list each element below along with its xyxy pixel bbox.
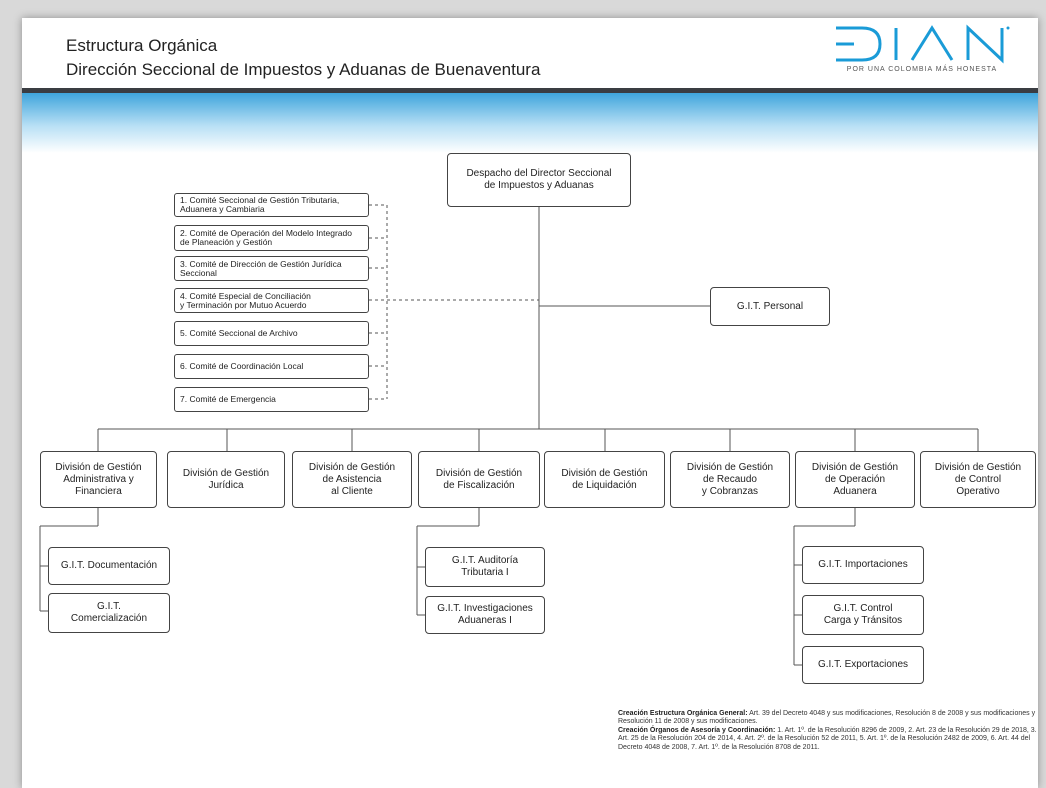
connector-lines [39, 204, 979, 666]
committee-box: 1. Comité Seccional de Gestión Tributari… [174, 193, 369, 217]
division-box: División de Gestión Administrativa y Fin… [40, 451, 157, 508]
page-subtitle: Dirección Seccional de Impuestos y Aduan… [66, 60, 541, 79]
header-gradient-band [22, 93, 1038, 153]
footnote-text-committees: 1. Art. 1º. de la Resolución 8296 de 200… [618, 726, 1037, 751]
division-box: División de Gestión de Recaudo y Cobranz… [670, 451, 790, 508]
dian-logo: POR UNA COLOMBIA MÁS HONESTA [832, 24, 1032, 84]
git-box: G.I.T. Documentación [48, 547, 170, 585]
division-box: División de Gestión de Fiscalización [418, 451, 540, 508]
org-chart-page: Estructura Orgánica Dirección Seccional … [22, 18, 1038, 788]
division-box: División de Gestión de Control Operativo [920, 451, 1036, 508]
legal-footnote: Creación Estructura Orgánica General: Ar… [618, 710, 1038, 752]
logo-tagline: POR UNA COLOMBIA MÁS HONESTA [846, 66, 998, 73]
footnote-label-committees: Creación Órganos de Asesoría y Coordinac… [618, 726, 776, 734]
git-box: G.I.T. Importaciones [802, 546, 924, 584]
footnote-text-structure: Art. 39 del Decreto 4048 y sus modificac… [618, 710, 1036, 726]
page-title: Estructura Orgánica [66, 36, 218, 55]
division-box: División de Gestión de Asistencia al Cli… [292, 451, 412, 508]
division-box: División de Gestión Jurídica [167, 451, 285, 508]
committee-box: 2. Comité de Operación del Modelo Integr… [174, 225, 369, 251]
committee-box: 7. Comité de Emergencia [174, 387, 369, 412]
git-box: G.I.T. Investigaciones Aduaneras I [425, 596, 545, 634]
division-box: División de Gestión de Operación Aduaner… [795, 451, 915, 508]
header-divider [22, 88, 1038, 93]
committee-box: 6. Comité de Coordinación Local [174, 354, 369, 379]
git-box: G.I.T. Auditoría Tributaria I [425, 547, 545, 587]
footnote-label-structure: Creación Estructura Orgánica General: [618, 710, 748, 717]
git-box: G.I.T. Exportaciones [802, 646, 924, 684]
committee-box: 4. Comité Especial de Conciliación y Ter… [174, 288, 369, 313]
git-box: G.I.T. Control Carga y Tránsitos [802, 595, 924, 635]
committee-box: 5. Comité Seccional de Archivo [174, 321, 369, 346]
division-box: División de Gestión de Liquidación [544, 451, 665, 508]
dian-logo-mark [836, 24, 1010, 64]
committee-box: 3. Comité de Dirección de Gestión Jurídi… [174, 256, 369, 281]
director-office-box: Despacho del Director Seccional de Impue… [447, 153, 631, 207]
git-box: G.I.T. Comercialización [48, 593, 170, 633]
git-personal-box: G.I.T. Personal [710, 287, 830, 326]
